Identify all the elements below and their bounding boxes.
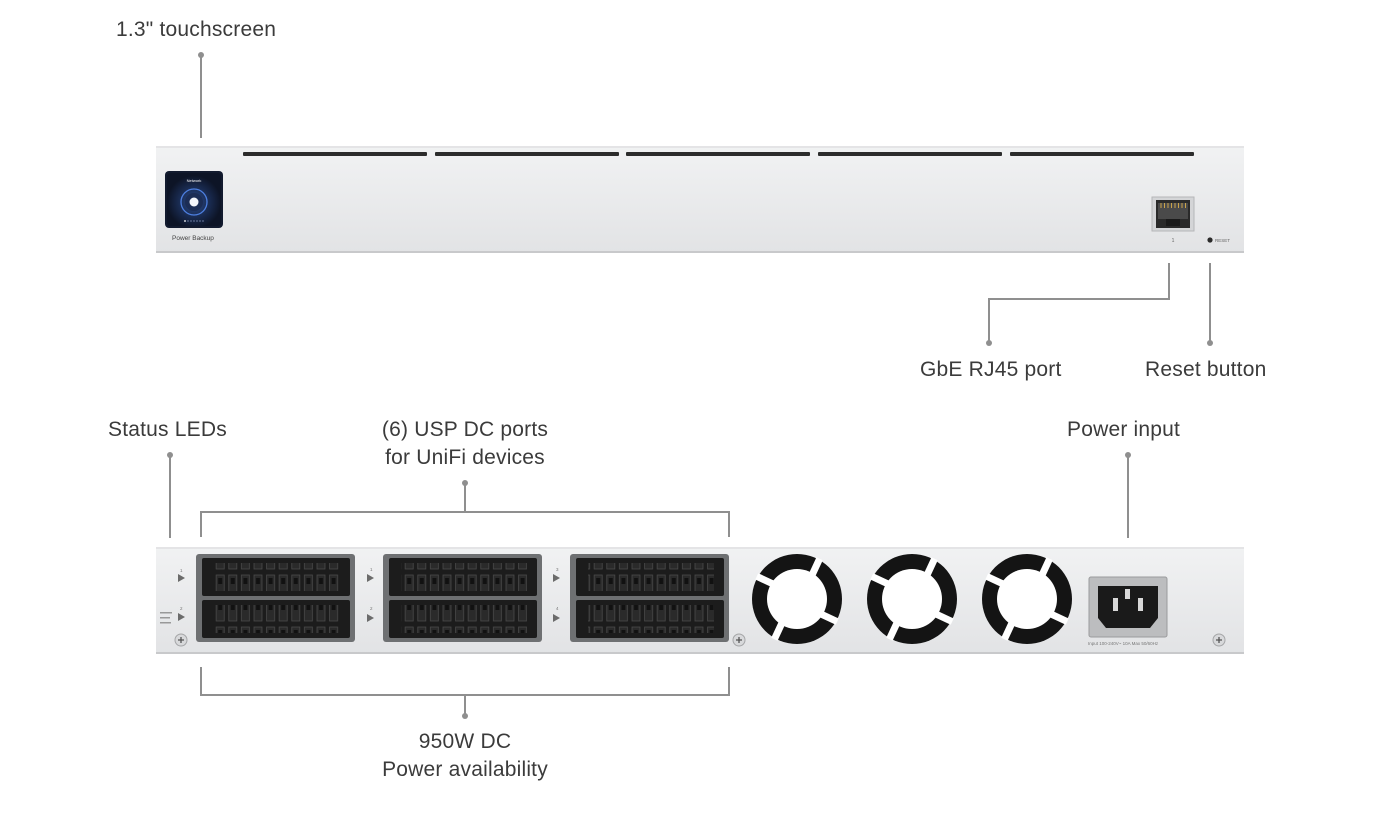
power-inlet[interactable] xyxy=(1088,576,1168,638)
vent-slot xyxy=(818,152,1002,156)
rear-panel: 1 2 1 2 3 4 xyxy=(156,547,1244,654)
usp-port-number: 3 xyxy=(556,567,559,572)
vent-slot xyxy=(1010,152,1194,156)
touchscreen-display[interactable]: Network xyxy=(165,171,223,228)
label-dc-power: 950W DC Power availability xyxy=(345,728,585,784)
label-usp-ports-line2: for UniFi devices xyxy=(385,446,545,469)
label-touchscreen: 1.3" touchscreen xyxy=(116,18,277,41)
front-panel: Network Power Backup 1 xyxy=(156,146,1244,253)
front-leader-lines xyxy=(198,52,1213,346)
usp-port-block-b xyxy=(383,554,542,642)
fan-icon xyxy=(752,554,842,644)
label-rj45-port: GbE RJ45 port xyxy=(920,358,1062,381)
screw-icon xyxy=(1212,633,1226,647)
screen-title: Network xyxy=(187,178,202,183)
reset-button[interactable] xyxy=(1207,237,1213,243)
front-chassis xyxy=(156,146,1244,253)
front-vent-slots xyxy=(243,152,1194,156)
usp-port-number: 2 xyxy=(370,606,373,611)
reset-text: RESET xyxy=(1215,238,1230,243)
usp-port-number: 4 xyxy=(556,606,559,611)
status-leds: 1 2 xyxy=(160,568,185,624)
vent-slot xyxy=(435,152,619,156)
led-number: 2 xyxy=(180,606,183,611)
rj45-port[interactable] xyxy=(1151,196,1195,232)
usp-port-number: 1 xyxy=(370,567,373,572)
usp-port-block-c xyxy=(570,554,729,642)
vent-slot xyxy=(243,152,427,156)
usp-port-block-a xyxy=(196,554,355,642)
vent-slot xyxy=(626,152,810,156)
front-caption: Power Backup xyxy=(172,235,214,242)
fan-icon xyxy=(867,554,957,644)
power-rating: Input 100-240V~ 10A Max 50/60Hz xyxy=(1088,641,1159,646)
label-reset-button: Reset button xyxy=(1145,358,1267,381)
label-usp-ports: (6) USP DC ports for UniFi devices xyxy=(345,416,585,472)
screw-icon xyxy=(174,633,188,647)
fan-icon xyxy=(982,554,1072,644)
led-number: 1 xyxy=(180,568,183,573)
rear-leader-lines xyxy=(167,452,1131,719)
label-status-leds: Status LEDs xyxy=(108,418,227,441)
label-dc-power-line1: 950W DC xyxy=(418,730,512,753)
label-power-input: Power input xyxy=(1067,418,1181,441)
label-usp-ports-line1: (6) USP DC ports xyxy=(381,418,549,441)
label-dc-power-line2: Power availability xyxy=(382,758,548,781)
rj45-port-number: 1 xyxy=(1172,238,1175,244)
screw-icon xyxy=(732,633,746,647)
screen-center-icon xyxy=(189,197,199,207)
